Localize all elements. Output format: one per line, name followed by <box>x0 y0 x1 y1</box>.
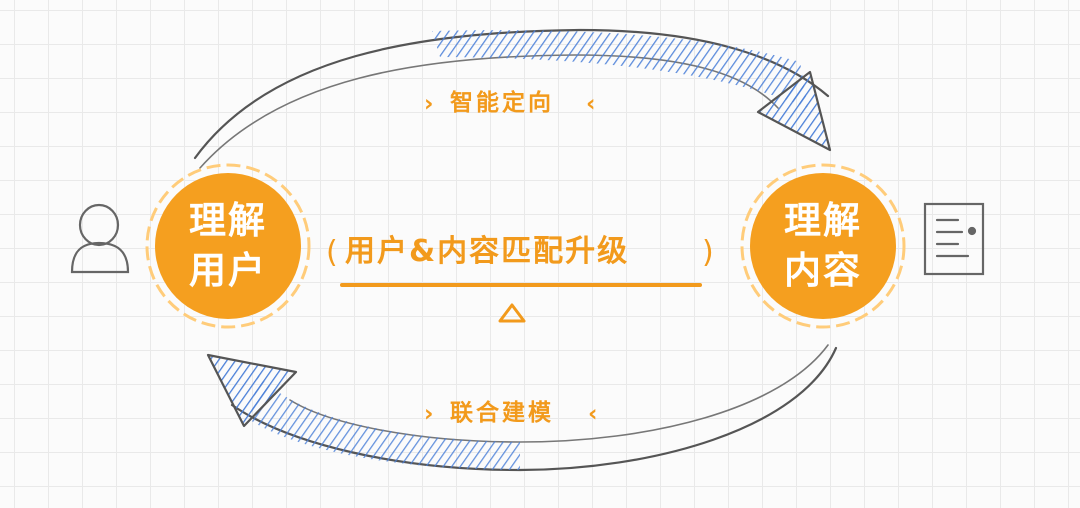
node-understand-user: 理解 用户 <box>145 163 311 329</box>
bottom-flow-label-group: › 联合建模 ‹ <box>424 399 600 427</box>
top-flow-label: 智能定向 <box>450 89 554 116</box>
bottom-flow-chevron-right: ‹ <box>588 401 600 427</box>
center-label-group: ( 用户&内容匹配升级 ) <box>326 234 716 323</box>
node-user-ring <box>145 163 311 329</box>
top-arrowhead <box>756 70 832 152</box>
center-label: 用户&内容匹配升级 <box>345 234 629 269</box>
user-icon <box>70 203 130 274</box>
top-flow-chevron-right: ‹ <box>586 91 598 117</box>
node-understand-content: 理解 内容 <box>740 163 906 329</box>
node-content-ring <box>740 163 906 329</box>
node-content-disc <box>750 173 896 319</box>
bottom-flow-label: 联合建模 <box>450 399 554 426</box>
top-flow-chevron-left: › <box>424 91 436 117</box>
top-flow-label-group: › 智能定向 ‹ <box>424 89 598 117</box>
center-paren-left: ( <box>326 235 340 270</box>
bottom-flow-arrow <box>206 344 838 472</box>
bottom-arrowhead <box>206 353 298 428</box>
node-content-line2: 内容 <box>784 249 862 292</box>
center-paren-right: ) <box>702 235 716 270</box>
node-user-disc <box>155 173 301 319</box>
node-content-line1: 理解 <box>784 199 862 242</box>
node-user-line1: 理解 <box>189 199 267 242</box>
top-flow-arrow <box>193 28 832 169</box>
bottom-arc-hatch <box>250 375 520 470</box>
node-user-line2: 用户 <box>189 249 267 292</box>
bottom-flow-chevron-left: › <box>424 401 436 427</box>
document-icon <box>923 202 985 276</box>
center-triangle-icon <box>498 303 526 323</box>
top-arc-hatch <box>432 30 808 109</box>
